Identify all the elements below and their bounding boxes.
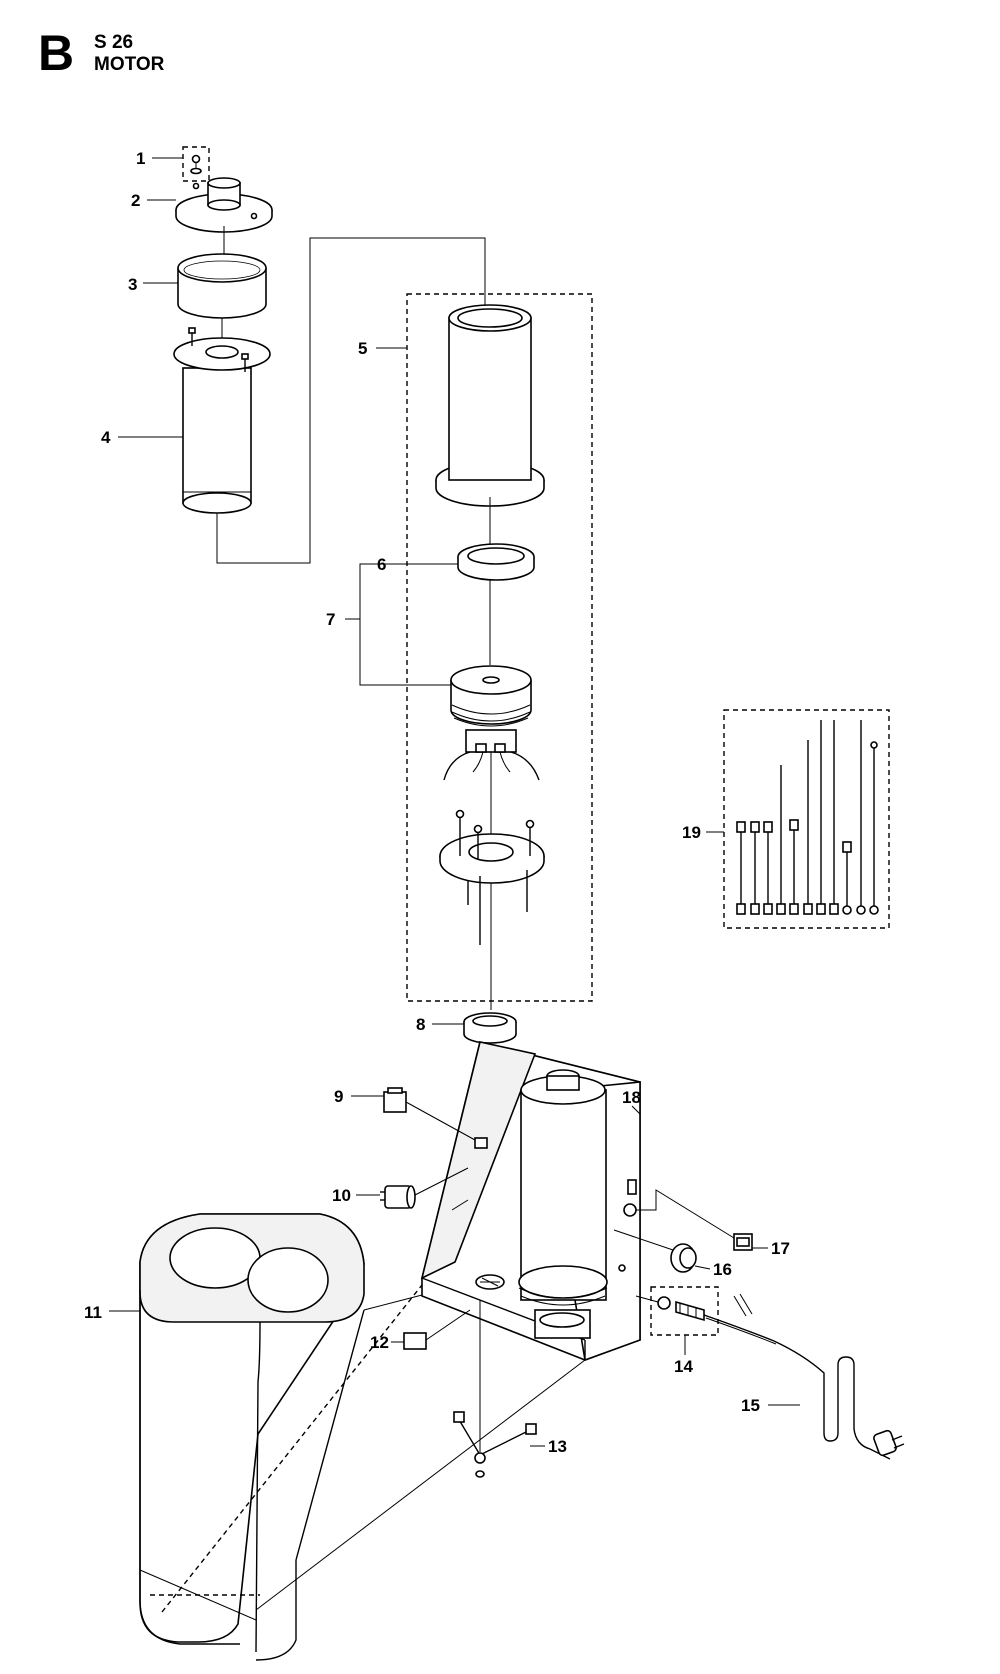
part-17-rocker-switch bbox=[636, 1189, 753, 1251]
part-14-cable-gland bbox=[635, 1286, 719, 1336]
part-18-main-housing bbox=[420, 1041, 641, 1362]
callout-19: 19 bbox=[682, 823, 701, 842]
callout-9: 9 bbox=[334, 1087, 343, 1106]
part-11-front-cover bbox=[139, 1213, 586, 1661]
part-5-mounting-plate bbox=[439, 809, 545, 945]
callout-3: 3 bbox=[128, 275, 137, 294]
part-5-housing-tube bbox=[435, 304, 545, 545]
callout-13: 13 bbox=[548, 1437, 567, 1456]
section-letter: B bbox=[38, 25, 75, 81]
part-13-bracket bbox=[453, 1300, 537, 1478]
part-7-motor bbox=[443, 665, 540, 1010]
part-10-capacitor bbox=[380, 1167, 469, 1209]
callout-18: 18 bbox=[622, 1088, 641, 1107]
leader-lines bbox=[109, 157, 800, 1447]
callout-7: 7 bbox=[326, 610, 335, 629]
part-9-switch bbox=[383, 1087, 476, 1141]
callout-6: 6 bbox=[377, 555, 386, 574]
callout-12: 12 bbox=[370, 1333, 389, 1352]
model-name: S 26 bbox=[94, 32, 134, 53]
diagram-title: MOTOR bbox=[94, 54, 165, 75]
callout-2: 2 bbox=[131, 191, 140, 210]
callout-labels: 1 2 3 4 5 6 7 8 9 10 11 12 13 14 15 16 1… bbox=[84, 149, 790, 1456]
callout-16: 16 bbox=[713, 1260, 732, 1279]
callout-4: 4 bbox=[101, 428, 111, 447]
part-5-group-box bbox=[406, 293, 593, 1002]
callout-11: 11 bbox=[84, 1303, 102, 1322]
callout-15: 15 bbox=[741, 1396, 760, 1415]
callout-10: 10 bbox=[332, 1186, 351, 1205]
callout-1: 1 bbox=[136, 149, 145, 168]
part-4-filter-cylinder bbox=[173, 327, 271, 514]
part-16-connector bbox=[613, 1229, 697, 1273]
part-2-top-cover bbox=[175, 177, 273, 262]
part-3-band bbox=[177, 253, 267, 340]
part-19-wire-set bbox=[723, 709, 890, 929]
part-6-gasket-ring bbox=[457, 543, 535, 665]
callout-8: 8 bbox=[416, 1015, 425, 1034]
callout-5: 5 bbox=[358, 339, 367, 358]
part-1-screw-washer bbox=[182, 146, 210, 182]
part-15-power-cord bbox=[703, 1293, 905, 1460]
callout-17: 17 bbox=[771, 1239, 790, 1258]
part-8-gasket-ring bbox=[463, 1012, 517, 1044]
callout-14: 14 bbox=[674, 1357, 693, 1376]
part-12-micro-switch bbox=[403, 1309, 471, 1350]
